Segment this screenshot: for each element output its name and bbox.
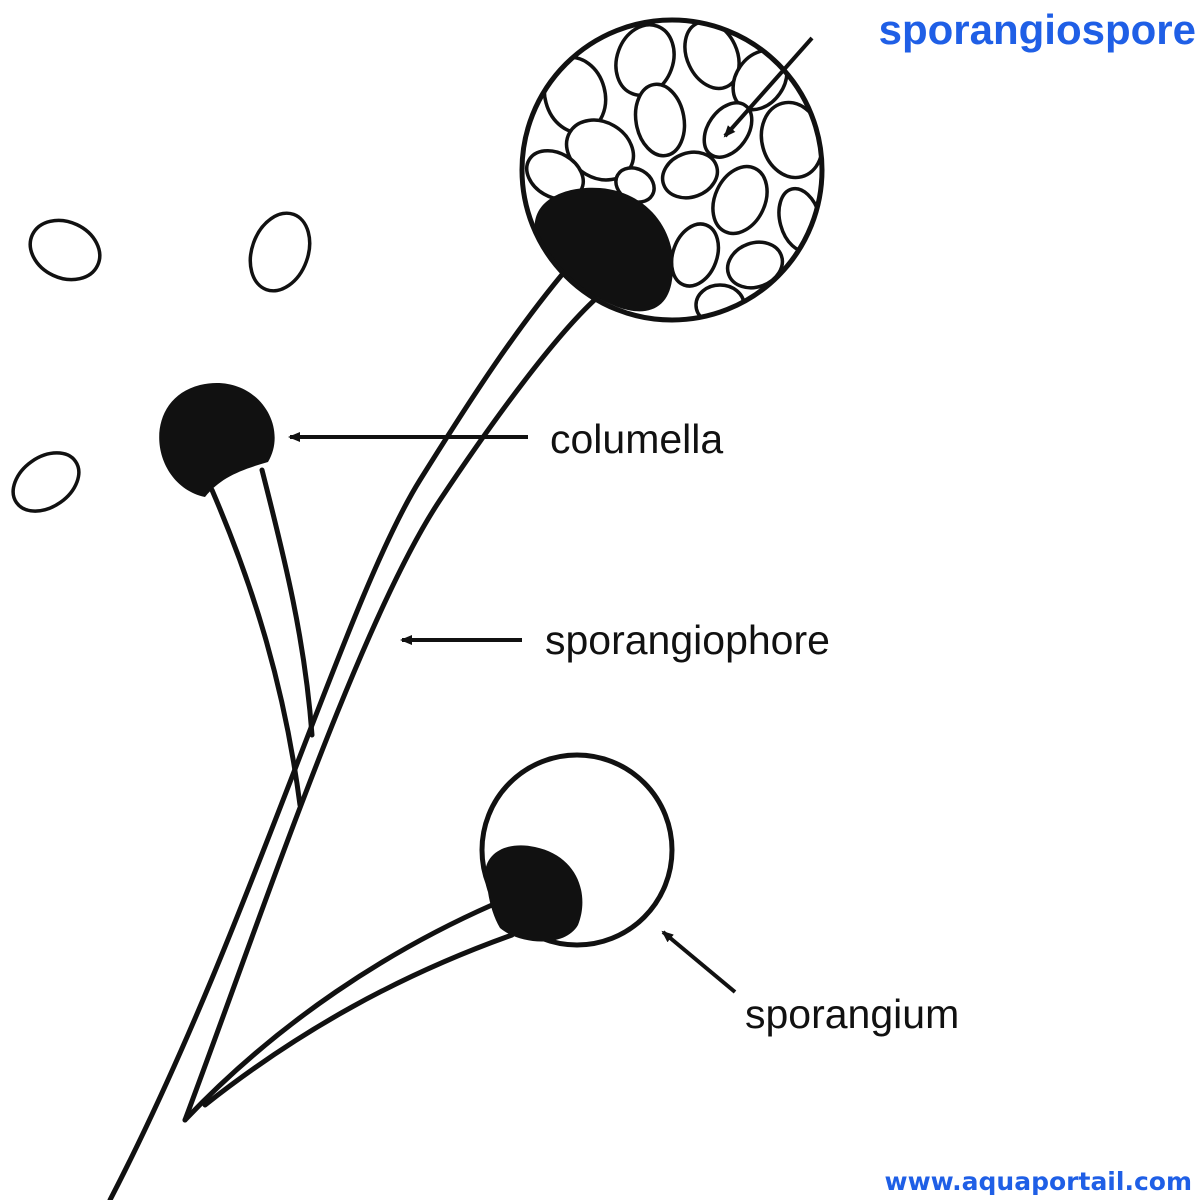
free-spores	[11, 211, 312, 513]
free-spore	[248, 211, 312, 293]
label-sporangium: sporangium	[745, 991, 959, 1037]
free-spore	[28, 218, 102, 282]
label-sporangiospore: sporangiospore	[879, 6, 1196, 53]
arrow-sporangiospore	[723, 36, 814, 138]
main-sporangiophore	[107, 262, 603, 1200]
columella-left	[159, 382, 275, 497]
lower-branch	[182, 752, 675, 1123]
free-spore	[11, 451, 81, 513]
label-sporangiophore: sporangiophore	[545, 617, 830, 663]
columella-lower	[484, 845, 583, 942]
label-columella: columella	[550, 416, 723, 462]
website-watermark: www.aquaportail.com	[884, 1167, 1192, 1196]
mature-sporangium	[519, 17, 825, 323]
columella-mature	[534, 187, 674, 312]
arrow-sporangium	[661, 930, 737, 994]
left-branch	[159, 382, 315, 808]
